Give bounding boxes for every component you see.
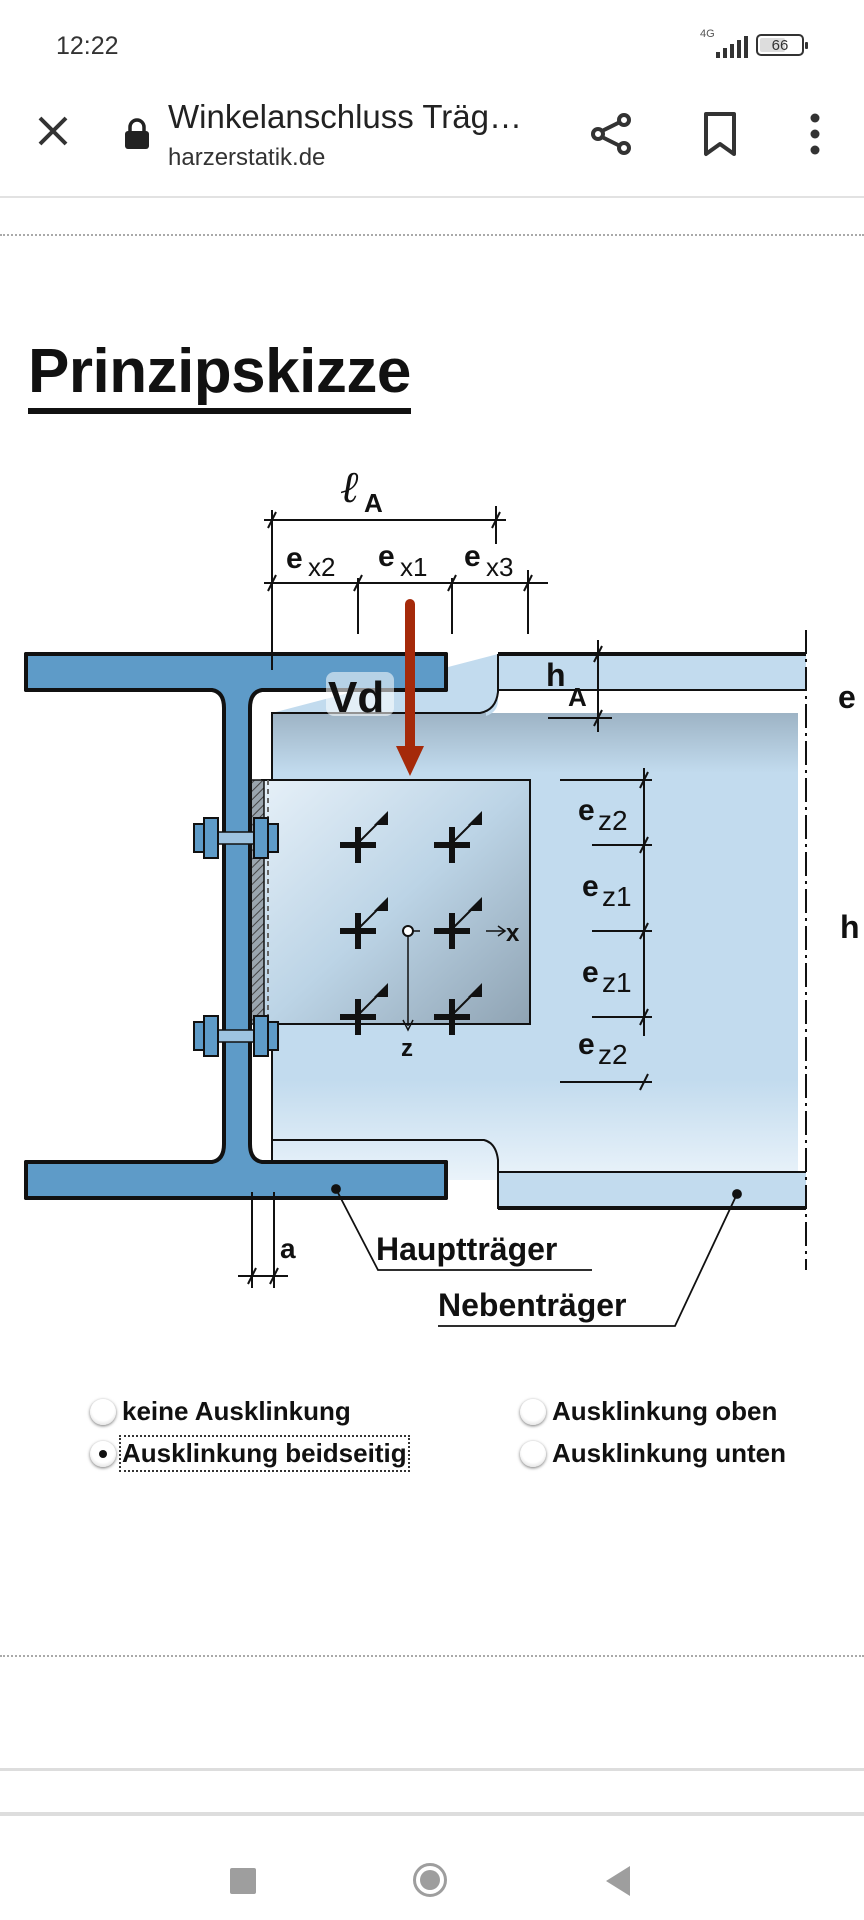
status-time: 12:22 <box>56 32 119 60</box>
more-vert-icon[interactable] <box>800 110 830 163</box>
status-icons: 4G 66 <box>696 28 808 60</box>
main-beam-web <box>24 652 448 1200</box>
ha-label-sub: A <box>568 682 587 712</box>
leader-lines <box>331 1184 742 1327</box>
ex1-label-sub: x1 <box>400 552 427 582</box>
radio-button[interactable] <box>90 1398 116 1425</box>
divider <box>0 1655 864 1657</box>
divider <box>0 1768 864 1771</box>
bolt-symbol <box>340 897 388 949</box>
option-ausklinkung-beidseitig[interactable]: Ausklinkung beidseitig <box>90 1435 410 1472</box>
bolt-symbol <box>434 811 482 863</box>
bolt-symbol <box>340 811 388 863</box>
ha-dimension <box>548 640 612 732</box>
status-bar: 12:22 4G 66 <box>0 0 864 90</box>
back-icon[interactable] <box>606 1866 630 1896</box>
page-heading: Prinzipskizze <box>28 340 411 414</box>
ex3-label-sub: x3 <box>486 552 513 582</box>
x-axis-label: x <box>506 920 520 947</box>
divider <box>0 234 864 236</box>
ez1-b-label-sub: z1 <box>602 967 632 998</box>
option-label: keine Ausklinkung <box>122 1396 351 1426</box>
clipped-e-label: e <box>838 679 856 715</box>
ha-label: h <box>546 657 566 693</box>
ez1-a-label-sub: z1 <box>602 881 632 912</box>
ex1-label: e <box>378 540 395 573</box>
ex2-label-sub: x2 <box>308 552 335 582</box>
la-label: ℓ <box>340 462 359 513</box>
home-icon[interactable] <box>413 1863 447 1897</box>
close-icon[interactable] <box>34 112 72 150</box>
coordinate-system <box>402 925 507 1032</box>
bolt-bottom <box>193 1015 279 1057</box>
angle-plate <box>249 779 531 1025</box>
browser-toolbar: Winkelanschluss Träg… harzerstatik.de <box>0 90 864 198</box>
ez2-bot-label-sub: z2 <box>598 1039 628 1070</box>
ez-dimension <box>560 768 652 1091</box>
haupttraeger-label: Hauptträger <box>376 1231 557 1267</box>
network-type: 4G <box>700 28 715 40</box>
ex3-label: e <box>464 540 481 573</box>
battery-icon: 66 <box>756 34 808 56</box>
option-label: Ausklinkung unten <box>552 1438 786 1468</box>
bookmark-icon[interactable] <box>700 110 740 163</box>
bolt-top <box>193 817 279 859</box>
ez2-top-label: e <box>578 794 595 827</box>
radio-button-selected[interactable] <box>90 1440 116 1467</box>
share-icon[interactable] <box>588 110 636 163</box>
la-label-sub: A <box>364 488 383 518</box>
recent-apps-icon[interactable] <box>230 1868 256 1894</box>
connection-diagram: x z Vd ℓ A e x2 e x1 e x3 h A <box>24 462 860 1327</box>
ez1-b-label: e <box>582 956 599 989</box>
option-ausklinkung-oben[interactable]: Ausklinkung oben <box>520 1396 777 1427</box>
page-title-text: Winkelanschluss Träg… <box>168 98 522 135</box>
bolt-symbol <box>434 897 482 949</box>
dimension-lines-top <box>264 506 548 670</box>
bolt-symbol <box>340 983 388 1035</box>
ez1-a-label: e <box>582 870 599 903</box>
z-axis-label: z <box>401 1035 413 1062</box>
ez2-top-label-sub: z2 <box>598 805 628 836</box>
battery-level: 66 <box>771 36 789 54</box>
force-arrow <box>396 599 424 776</box>
option-label: Ausklinkung beidseitig <box>119 1435 410 1472</box>
ex2-label: e <box>286 542 303 575</box>
vd-label-halo <box>326 672 394 716</box>
vd-label: Vd <box>328 673 384 722</box>
nebentraeger-label: Nebenträger <box>438 1287 627 1323</box>
clipped-h-label: h <box>840 909 860 945</box>
ez2-bot-label: e <box>578 1028 595 1061</box>
a-label: a <box>280 1233 296 1264</box>
option-label: Ausklinkung oben <box>552 1396 778 1426</box>
radio-button[interactable] <box>520 1440 546 1467</box>
url-text[interactable]: harzerstatik.de <box>168 144 326 171</box>
lock-icon <box>124 118 150 155</box>
nav-divider <box>0 1812 864 1816</box>
notch-options: keine Ausklinkung Ausklinkung beidseitig… <box>0 1396 864 1476</box>
a-dimension <box>238 1192 288 1288</box>
option-ausklinkung-unten[interactable]: Ausklinkung unten <box>520 1438 786 1469</box>
system-nav-bar <box>0 1820 864 1920</box>
signal-icon: 4G <box>696 28 748 60</box>
bolt-symbol-grid <box>340 811 482 1035</box>
bolt-symbol <box>434 983 482 1035</box>
radio-button[interactable] <box>520 1398 546 1425</box>
option-keine-ausklinkung[interactable]: keine Ausklinkung <box>90 1396 351 1427</box>
